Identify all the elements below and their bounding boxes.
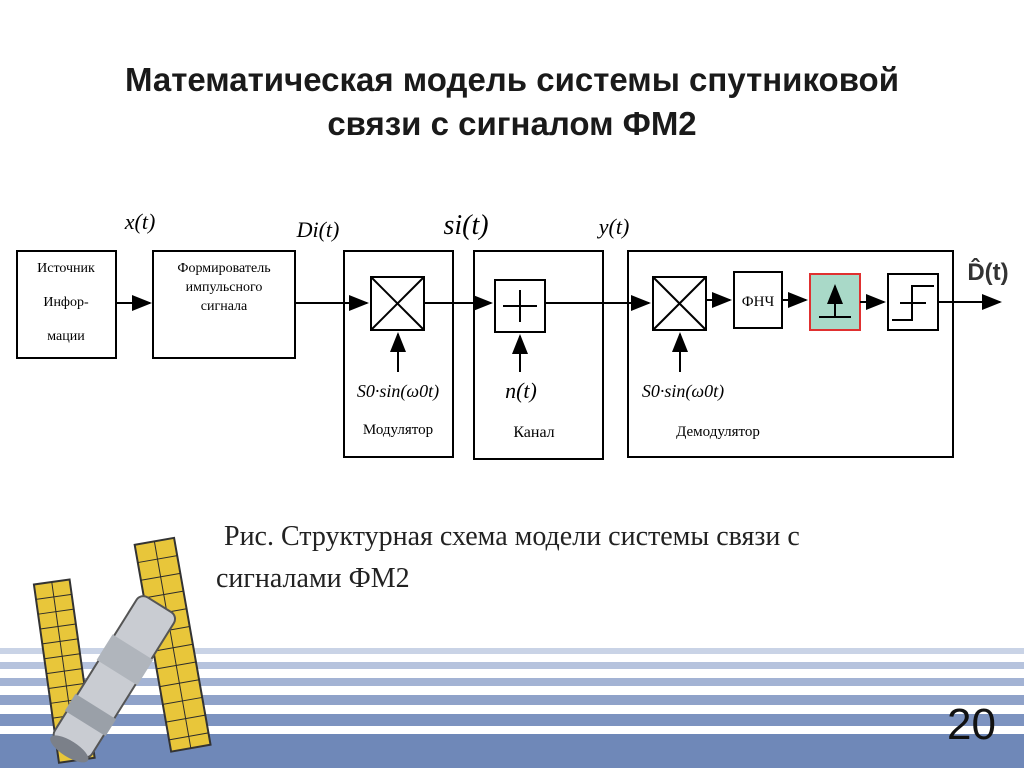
caption-line-1: Рис. Структурная схема модели системы св… — [224, 521, 800, 552]
signal-dhat-label: D̂(t) — [967, 258, 1008, 286]
modulator-carrier-label: S0·sin(ω0t) — [357, 381, 439, 402]
channel-label: Канал — [513, 424, 554, 441]
block-diagram: Источник Инфор- мации Формирователь импу… — [16, 209, 1009, 460]
demodulator-label: Демодулятор — [676, 424, 760, 440]
signal-x-label: x(t) — [124, 209, 156, 234]
sampler-block — [809, 273, 861, 331]
modulator-label: Модулятор — [363, 422, 433, 438]
shaper-line-3: сигнала — [201, 299, 248, 314]
signal-lines — [116, 292, 1002, 311]
source-block: Источник Инфор- мации — [16, 250, 117, 359]
slide-title: Математическая модель системы спутниково… — [0, 58, 1024, 146]
signal-y-label: y(t) — [597, 214, 630, 239]
shaper-line-1: Формирователь — [177, 261, 270, 276]
caption-line-2: сигналами ФМ2 — [216, 563, 410, 594]
signal-d-label: Di(t) — [296, 217, 340, 242]
shaper-block: Формирователь импульсного сигнала — [152, 250, 296, 359]
signal-s-label: si(t) — [443, 210, 488, 241]
title-line-2: связи с сигналом ФМ2 — [327, 105, 697, 142]
shaper-line-2: импульсного — [186, 280, 263, 295]
noise-label: n(t) — [505, 378, 537, 403]
demodulator-block: S0·sin(ω0t) Демодулятор ФНЧ — [627, 250, 954, 458]
page-number: 20 — [947, 700, 996, 749]
satellite-illustration — [32, 536, 212, 764]
figure-caption: Рис. Структурная схема модели системы св… — [216, 516, 956, 600]
demodulator-carrier-label: S0·sin(ω0t) — [642, 381, 724, 402]
title-line-1: Математическая модель системы спутниково… — [124, 61, 900, 98]
channel-block: n(t) Канал — [473, 250, 604, 460]
lpf-label: ФНЧ — [742, 294, 775, 310]
source-line-1: Источник — [37, 261, 95, 276]
source-line-3: мации — [47, 329, 85, 344]
modulator-block: S0·sin(ω0t) Модулятор — [343, 250, 454, 458]
source-line-2: Инфор- — [43, 295, 89, 310]
